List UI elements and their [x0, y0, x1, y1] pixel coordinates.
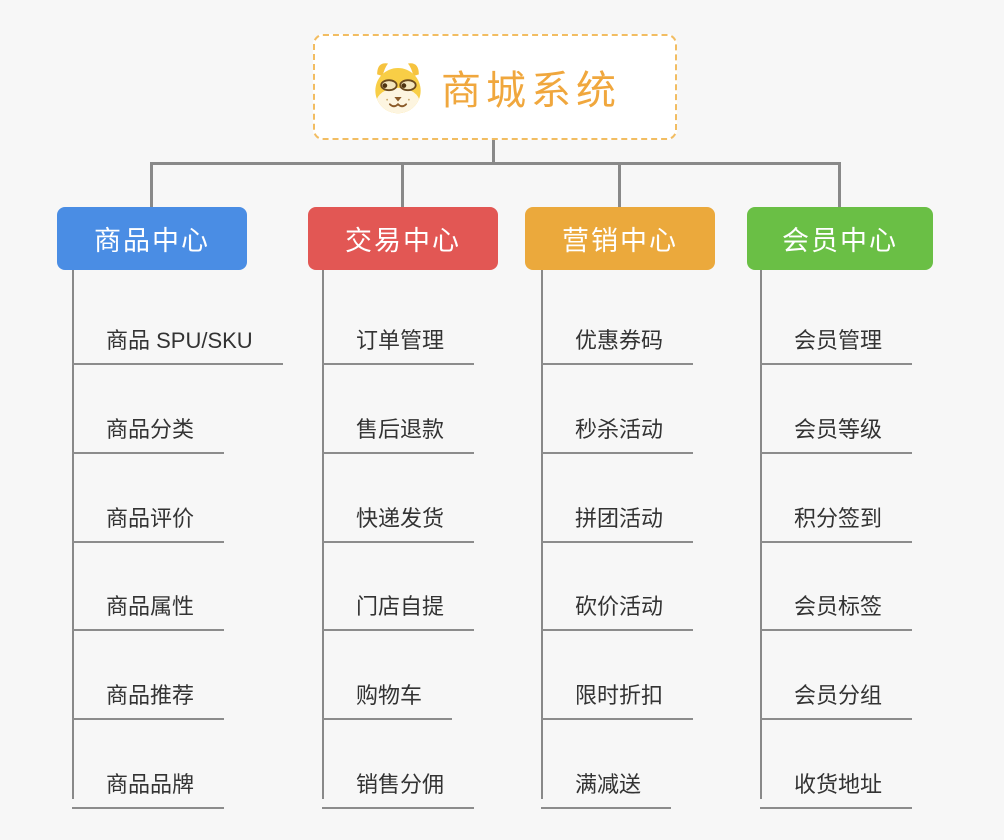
leaf-label: 秒杀活动: [575, 417, 664, 442]
leaf-label: 商品 SPU/SKU: [106, 328, 253, 353]
leaf-label: 商品分类: [106, 417, 195, 442]
connector-drop: [618, 164, 621, 207]
leaf-node[interactable]: 商品分类: [72, 402, 225, 454]
root-title: 商城系统: [441, 69, 621, 113]
leaf-node[interactable]: 商品评价: [72, 491, 225, 543]
branch-node-trade-center[interactable]: 交易中心: [308, 207, 498, 270]
leaf-label: 门店自提: [356, 594, 445, 619]
leaf-label: 收货地址: [794, 772, 883, 797]
connector-rail: [150, 162, 841, 165]
leaf-node[interactable]: 商品推荐: [72, 668, 225, 720]
leaf-label: 砍价活动: [575, 594, 664, 619]
leaf-label: 积分签到: [794, 506, 883, 531]
leaf-node[interactable]: 会员分组: [760, 668, 913, 720]
leaf-label: 商品属性: [106, 594, 195, 619]
branch-label: 商品中心: [94, 226, 210, 256]
leaf-label: 商品推荐: [106, 683, 195, 708]
leaf-label: 拼团活动: [575, 506, 664, 531]
leaf-node[interactable]: 销售分佣: [322, 757, 475, 809]
branch-node-product-center[interactable]: 商品中心: [57, 207, 247, 270]
leaf-node[interactable]: 商品属性: [72, 579, 225, 631]
leaf-node[interactable]: 收货地址: [760, 757, 913, 809]
root-node[interactable]: 商城系统: [313, 34, 677, 140]
leaf-node[interactable]: 快递发货: [322, 491, 475, 543]
leaf-node[interactable]: 积分签到: [760, 491, 913, 543]
leaf-node[interactable]: 购物车: [322, 668, 453, 720]
leaf-node[interactable]: 优惠券码: [541, 313, 694, 365]
leaf-node[interactable]: 门店自提: [322, 579, 475, 631]
column-spine: [72, 270, 74, 799]
leaf-label: 销售分佣: [356, 772, 445, 797]
connector-drop: [838, 164, 841, 207]
leaf-node[interactable]: 满减送: [541, 757, 672, 809]
leaf-label: 会员标签: [794, 594, 883, 619]
leaf-label: 会员分组: [794, 683, 883, 708]
leaf-node[interactable]: 售后退款: [322, 402, 475, 454]
leaf-label: 快递发货: [356, 506, 445, 531]
leaf-label: 购物车: [356, 683, 423, 708]
leaf-label: 会员管理: [794, 328, 883, 353]
leaf-label: 满减送: [575, 772, 642, 797]
leaf-node[interactable]: 商品品牌: [72, 757, 225, 809]
branch-label: 营销中心: [562, 226, 678, 256]
connector-drop: [401, 164, 404, 207]
column-spine: [322, 270, 324, 799]
branch-label: 交易中心: [345, 226, 461, 256]
leaf-node[interactable]: 商品 SPU/SKU: [72, 313, 283, 365]
leaf-label: 商品评价: [106, 506, 195, 531]
shiba-dog-icon: [375, 63, 421, 114]
leaf-node[interactable]: 会员等级: [760, 402, 913, 454]
leaf-node[interactable]: 拼团活动: [541, 491, 694, 543]
column-spine: [541, 270, 543, 799]
leaf-label: 订单管理: [356, 328, 445, 353]
branch-node-marketing-center[interactable]: 营销中心: [525, 207, 715, 270]
leaf-label: 限时折扣: [575, 683, 664, 708]
leaf-label: 优惠券码: [575, 328, 664, 353]
column-spine: [760, 270, 762, 799]
connector-drop: [150, 164, 153, 207]
connector-root-stub: [492, 140, 495, 164]
leaf-label: 商品品牌: [106, 772, 195, 797]
leaf-node[interactable]: 砍价活动: [541, 579, 694, 631]
leaf-label: 会员等级: [794, 417, 883, 442]
branch-node-member-center[interactable]: 会员中心: [747, 207, 933, 270]
leaf-label: 售后退款: [356, 417, 445, 442]
leaf-node[interactable]: 会员标签: [760, 579, 913, 631]
branch-label: 会员中心: [782, 226, 898, 256]
leaf-node[interactable]: 会员管理: [760, 313, 913, 365]
leaf-node[interactable]: 订单管理: [322, 313, 475, 365]
leaf-node[interactable]: 秒杀活动: [541, 402, 694, 454]
leaf-node[interactable]: 限时折扣: [541, 668, 694, 720]
